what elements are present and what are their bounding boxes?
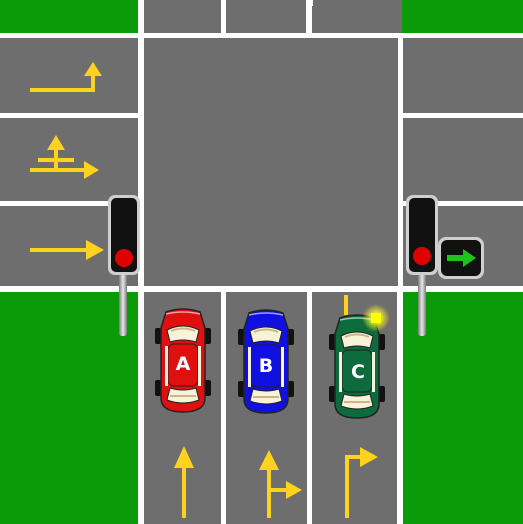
turn-right-then-straight-arrow-icon — [30, 62, 102, 92]
straight-arrow-icon — [30, 240, 104, 260]
traffic-light-right — [406, 195, 484, 336]
signal-red-lamp — [413, 247, 431, 265]
green-right-arrow-icon — [447, 249, 476, 267]
turn-signal-glow — [362, 304, 390, 332]
car-b-label: B — [259, 355, 273, 377]
car-b — [238, 309, 294, 414]
car-a — [155, 308, 211, 413]
lane-arrow-b — [259, 450, 302, 518]
car-c-label: C — [351, 361, 365, 383]
car-a-label: A — [176, 353, 191, 375]
lane-arrow-c — [345, 447, 378, 518]
signal-red-lamp — [115, 249, 133, 267]
yellow-lane-marking — [344, 295, 348, 315]
straight-and-right-arrow-icon — [30, 135, 99, 179]
traffic-light-left — [108, 195, 140, 336]
lane-arrow-a — [174, 446, 194, 518]
